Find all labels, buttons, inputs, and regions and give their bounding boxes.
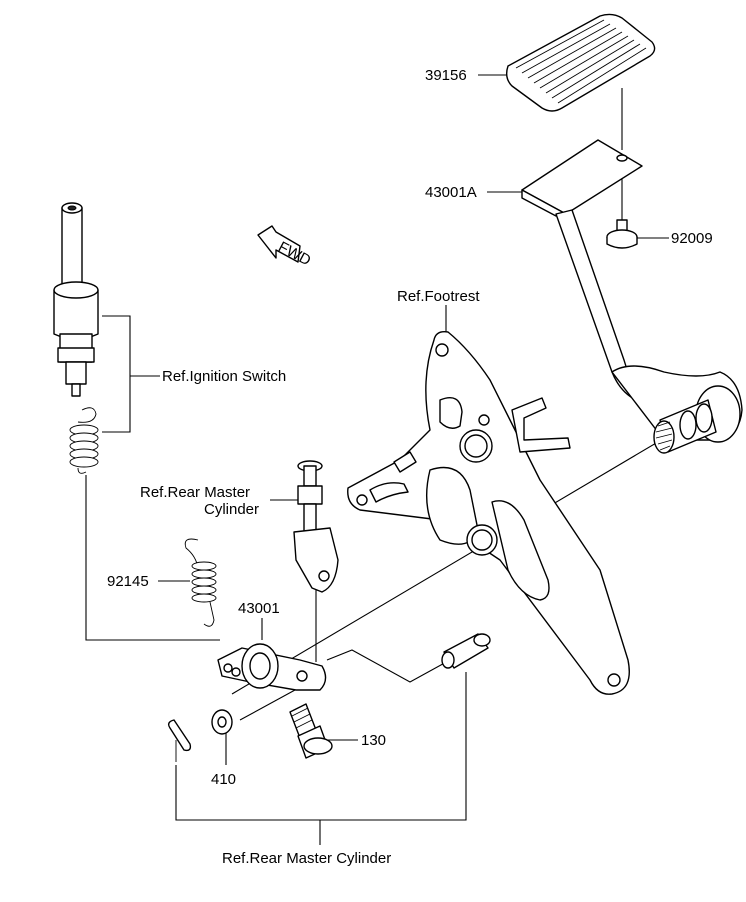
pedal-arm-43001a xyxy=(521,139,743,454)
label-ref-ignition-switch: Ref.Ignition Switch xyxy=(162,368,286,385)
label-130: 130 xyxy=(361,732,386,749)
label-410: 410 xyxy=(211,771,236,788)
part-labels: 39156 43001A 92009 Ref.Footrest Ref.Igni… xyxy=(107,67,713,867)
label-ref-footrest: Ref.Footrest xyxy=(397,288,480,305)
bolt-130 xyxy=(289,703,333,759)
fwd-arrow-icon: FWD xyxy=(257,225,314,269)
master-cylinder-rod xyxy=(293,460,339,593)
label-92145: 92145 xyxy=(107,573,149,590)
label-39156: 39156 xyxy=(425,67,467,84)
footrest-bracket xyxy=(347,330,630,695)
cotter-pin xyxy=(167,719,192,762)
label-92009: 92009 xyxy=(671,230,713,247)
pedal-pad-39156 xyxy=(505,13,656,112)
label-43001a: 43001A xyxy=(425,184,477,201)
brake-light-switch xyxy=(53,202,99,474)
washer-410 xyxy=(211,709,233,735)
clevis-pin xyxy=(441,633,491,669)
leader-lines xyxy=(85,74,669,845)
label-43001: 43001 xyxy=(238,600,280,617)
bolt-92009 xyxy=(606,219,638,249)
return-spring-92145 xyxy=(184,538,217,627)
label-ref-rear-master-top-2: Cylinder xyxy=(204,501,259,518)
brake-lever-43001 xyxy=(217,643,327,691)
label-ref-rear-master-top-1: Ref.Rear Master xyxy=(140,484,250,501)
label-ref-rear-master-bottom: Ref.Rear Master Cylinder xyxy=(222,850,391,867)
